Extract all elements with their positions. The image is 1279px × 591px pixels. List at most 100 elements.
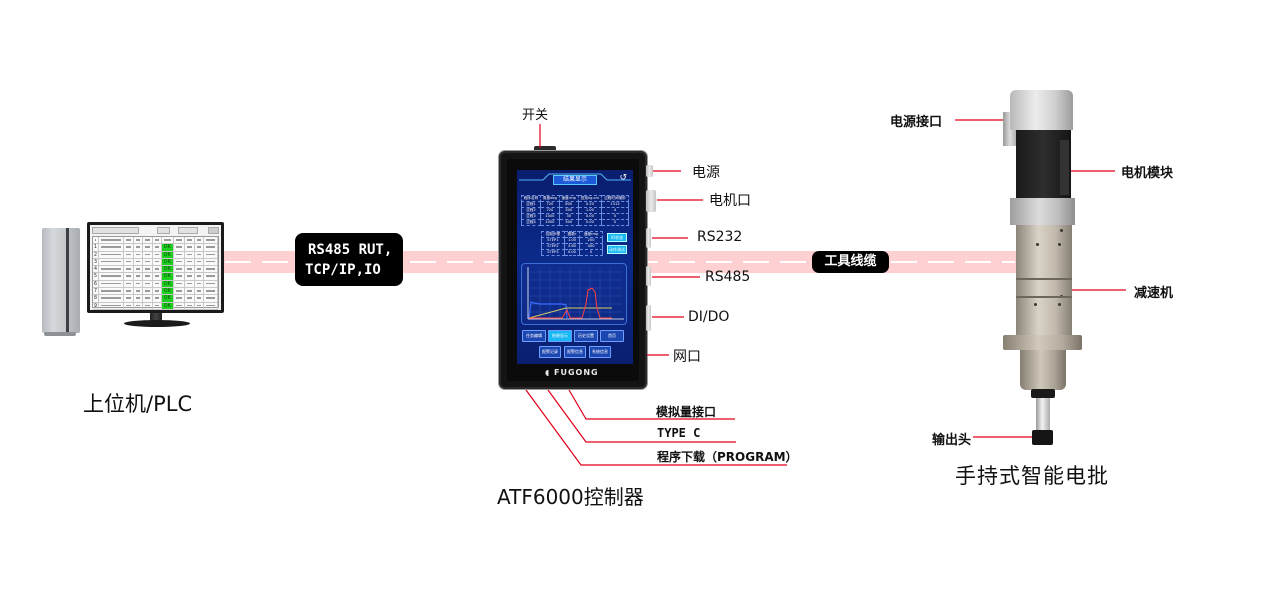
table-cell bbox=[185, 251, 195, 258]
port-motor bbox=[646, 190, 656, 212]
nav-button[interactable]: 系统信息 bbox=[589, 346, 611, 358]
table-cell bbox=[195, 302, 205, 309]
controller-title: ATF6000控制器 bbox=[497, 485, 644, 509]
table-cell bbox=[99, 266, 125, 273]
table-cell bbox=[99, 288, 125, 295]
status-badge: OK bbox=[161, 244, 174, 251]
program-callout bbox=[525, 389, 787, 466]
power-switch[interactable] bbox=[534, 146, 556, 152]
tool-link-label: 工具线缆 bbox=[812, 251, 889, 273]
table-cell bbox=[185, 280, 195, 288]
table-cell bbox=[143, 288, 153, 295]
status-badge: OK bbox=[161, 266, 174, 273]
table-cell bbox=[124, 266, 134, 273]
table-cell bbox=[143, 273, 153, 280]
table-cell bbox=[134, 251, 144, 258]
port-label-program: 程序下载（PROGRAM） bbox=[657, 450, 798, 464]
table-cell bbox=[134, 258, 144, 266]
table-cell bbox=[143, 302, 153, 309]
table-cell bbox=[174, 302, 186, 309]
row-number: 1 bbox=[93, 244, 99, 251]
port-rs485 bbox=[646, 266, 651, 286]
table-cell: 0.00 bbox=[563, 249, 581, 256]
nav-button[interactable]: 历史设置 bbox=[574, 330, 598, 342]
pc-tower bbox=[42, 228, 80, 336]
table-cell bbox=[153, 295, 162, 302]
table-cell bbox=[174, 266, 186, 273]
row-number: 8 bbox=[93, 295, 99, 302]
port-label-motor: 电机口 bbox=[709, 193, 751, 209]
table-cell bbox=[124, 302, 134, 309]
nav-button[interactable]: 报警记录 bbox=[539, 346, 561, 358]
reducer bbox=[1016, 225, 1072, 337]
screen-title: 结果显示 bbox=[553, 175, 597, 185]
status-badge: OK bbox=[161, 251, 174, 258]
table-cell bbox=[99, 273, 125, 280]
tool-top-cap bbox=[1010, 90, 1073, 130]
row-number: 7 bbox=[93, 288, 99, 295]
row-number: 6 bbox=[93, 280, 99, 288]
table-cell bbox=[134, 266, 144, 273]
port-label-ethernet: 网口 bbox=[673, 349, 701, 365]
table-cell bbox=[204, 288, 219, 295]
tool-title: 手持式智能电批 bbox=[955, 464, 1109, 488]
label-power-port: 电源接口 bbox=[890, 115, 943, 130]
table-cell: 0.00 bbox=[577, 219, 603, 226]
monitor-base bbox=[124, 320, 190, 327]
nav-button[interactable]: 首页 bbox=[600, 330, 624, 342]
table-cell bbox=[143, 251, 153, 258]
motor-lower-housing bbox=[1010, 198, 1075, 225]
back-icon[interactable]: ↺ bbox=[619, 173, 627, 183]
torque-curve bbox=[529, 287, 612, 319]
port-label-rs485: RS485 bbox=[705, 269, 751, 285]
monitor-stand bbox=[150, 313, 162, 322]
table-cell bbox=[99, 251, 125, 258]
host-label: 上位机/PLC bbox=[83, 392, 193, 416]
table-cell bbox=[174, 258, 186, 266]
port-label-dido: DI/DO bbox=[688, 309, 730, 325]
nav-button[interactable]: 任务编辑 bbox=[522, 330, 546, 342]
table-cell bbox=[195, 251, 205, 258]
table-cell bbox=[134, 295, 144, 302]
status-badge: OK bbox=[161, 288, 174, 295]
table-cell bbox=[124, 295, 134, 302]
table-cell bbox=[174, 288, 186, 295]
table-cell bbox=[99, 258, 125, 266]
table-cell bbox=[134, 302, 144, 309]
nav-button[interactable]: 报警信息 bbox=[564, 346, 586, 358]
table-cell bbox=[195, 258, 205, 266]
host-link-line1: RS485 RUT, bbox=[308, 242, 393, 258]
table-cell bbox=[185, 244, 195, 251]
monitor-table-header bbox=[93, 237, 219, 245]
table-cell bbox=[195, 280, 205, 288]
table-cell bbox=[99, 280, 125, 288]
table-cell bbox=[195, 273, 205, 280]
host-link-line2: TCP/IP,IO bbox=[305, 262, 381, 278]
table-cell bbox=[99, 295, 125, 302]
table-cell bbox=[124, 251, 134, 258]
table-cell bbox=[153, 302, 162, 309]
action-test-button[interactable]: 动作测试 bbox=[607, 245, 627, 254]
port-label-rs232: RS232 bbox=[697, 229, 743, 245]
port-label-power: 电源 bbox=[692, 165, 720, 181]
table-cell bbox=[134, 288, 144, 295]
table-cell bbox=[153, 288, 162, 295]
table-cell bbox=[185, 302, 195, 309]
speed-curve bbox=[528, 301, 568, 319]
table-cell bbox=[195, 244, 205, 251]
io-status-button[interactable]: IO状态 bbox=[607, 233, 627, 242]
nav-button[interactable]: 结果显示 bbox=[548, 330, 572, 342]
monitor-table: 1OK2OK3OK4OK5OK6OK7OK8OK9OK10OK bbox=[92, 236, 219, 310]
monitor-table-row: 7 OK bbox=[93, 288, 219, 296]
reducer-groove bbox=[1016, 278, 1072, 280]
table-cell bbox=[185, 273, 195, 280]
table-cell bbox=[174, 273, 186, 280]
table-cell bbox=[143, 266, 153, 273]
table-cell bbox=[143, 244, 153, 251]
pc-monitor: 1OK2OK3OK4OK5OK6OK7OK8OK9OK10OK bbox=[87, 222, 224, 313]
